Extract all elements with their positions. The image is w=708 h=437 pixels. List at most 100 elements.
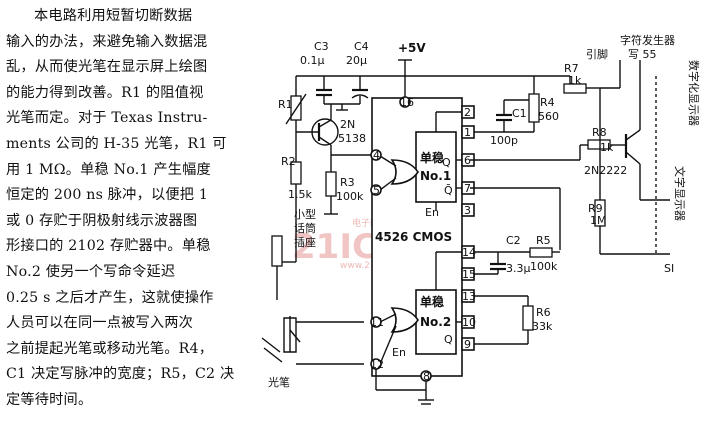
description-text: 本电路利用短暂切断数据 输入的办法，来避免输入数据混 乱，从而使光笔在显示屏上绘… — [6, 4, 268, 414]
mono2-label-a: 单稳 — [420, 294, 444, 309]
resistor-r5: R5 100k — [529, 234, 560, 273]
transistor-q1: 2N 5138 — [296, 104, 366, 155]
resistor-r1: R1 — [278, 76, 307, 132]
mono1-qbar: Q̄ — [444, 184, 453, 197]
pen-label: 光笔 — [268, 375, 290, 389]
mono2-q: Q — [444, 333, 453, 346]
r5-value: 100k — [530, 260, 558, 273]
watermark-logo: 21IC — [292, 227, 377, 267]
pin-13: 13 — [462, 290, 476, 303]
text-display-label: 文字显示器 — [673, 166, 687, 221]
r2-value: 1.5k — [288, 188, 312, 201]
pin-2: 2 — [464, 106, 471, 119]
r3-label: R3 — [340, 176, 355, 189]
ic-pins: 16 4 5 11 12 8 2 1 6 7 3 14 15 — [370, 96, 476, 383]
r4-value: 560 — [538, 110, 559, 123]
pin-5: 5 — [373, 184, 380, 197]
desc-line: No.2 使另一个写命令延迟 — [6, 263, 176, 280]
jack-label-2: 话筒 — [294, 221, 316, 235]
pin-1: 1 — [464, 126, 471, 139]
output-labels: 引脚 字符发生器 写 55 数字化显示器 文字显示器 SI — [586, 33, 701, 275]
r3-value: 100k — [336, 190, 364, 203]
desc-line: ments 公司的 H-35 光笔，R1 可 — [6, 135, 227, 152]
si-label: SI — [664, 262, 674, 275]
pin-7: 7 — [464, 182, 471, 195]
capacitor-c1: C1 100p — [474, 99, 534, 147]
r7-value: 1k — [568, 74, 582, 87]
resistor-r7: R7 1k — [563, 62, 600, 94]
r5-label: R5 — [536, 234, 551, 247]
desc-line: 定等待时间。 — [6, 391, 93, 408]
q1-label: 2N — [340, 118, 355, 131]
ic-4526: 4526 CMOS 单稳 No.1 Q Q̄ En 单稳 No.2 Q En — [371, 97, 470, 377]
desc-line: 用 1 MΩ。单稳 No.1 产生幅度 — [6, 161, 211, 178]
r4-label: R4 — [540, 96, 555, 109]
r1-label: R1 — [278, 98, 293, 111]
desc-line: C1 决定写脉冲的宽度；R5，C2 决 — [6, 366, 235, 383]
mono1-en: En — [425, 206, 439, 219]
r6-label: R6 — [536, 306, 551, 319]
r6-value: 33k — [532, 320, 553, 333]
resistor-r6: R6 33k — [474, 295, 553, 345]
desc-line: 光笔而定。对于 Texas Instru- — [6, 110, 208, 127]
mono1-label-a: 单稳 — [420, 150, 444, 165]
desc-line: 或 0 存贮于阴极射线示波器图 — [6, 212, 198, 229]
r2-label: R2 — [281, 155, 296, 168]
desc-line: 0.25 s 之后才产生，这就使操作 — [6, 289, 214, 306]
pin-15: 15 — [462, 268, 476, 281]
pin-6: 6 — [464, 154, 471, 167]
c2-value: 3.3μ — [506, 262, 531, 275]
c1-value: 100p — [490, 134, 518, 147]
capacitor-c2: C2 3.3μ — [474, 234, 531, 275]
write-label: 写 55 — [628, 48, 657, 61]
r9-label: R9 — [588, 202, 603, 215]
desc-line: 输入的办法，来避免输入数据混 — [6, 33, 208, 50]
capacitor-c3: C3 0.1μ — [300, 40, 332, 104]
vcc-label: +5V — [398, 41, 426, 55]
mic-jack: 小型 话筒 插座 — [271, 207, 316, 300]
capacitor-c4: C4 20μ — [346, 40, 369, 104]
light-pen: 光笔 — [261, 316, 364, 389]
mono2-en: En — [392, 346, 406, 359]
pin-8: 8 — [423, 370, 430, 383]
desc-line: 恒定的 200 ns 脉冲，以便把 1 — [6, 187, 209, 204]
supply-rail: +5V — [296, 41, 570, 100]
pin-11: 11 — [370, 316, 384, 329]
r8-value: 1k — [600, 141, 614, 154]
desc-line: 之前提起光笔或移动光笔。R4， — [6, 340, 214, 357]
c4-value: 20μ — [346, 54, 367, 67]
c2-label: C2 — [506, 234, 521, 247]
mono2-label-b: No.2 — [420, 315, 451, 329]
resistor-r9: R9 1M — [588, 88, 607, 254]
jack-label-3: 插座 — [294, 235, 316, 249]
resistor-r3: R3 100k — [324, 155, 364, 215]
chargen-label: 字符发生器 — [620, 33, 675, 47]
digital-display-label: 数字化显示器 — [687, 60, 701, 126]
desc-line: 人员可以在同一点被写入两次 — [6, 315, 194, 332]
r7-label: R7 — [564, 62, 579, 75]
mono1-q: Q — [442, 156, 451, 169]
or-gate-1 — [390, 159, 419, 185]
pin-4: 4 — [373, 149, 380, 162]
desc-line: 的能力得到改善。R1 的阻值视 — [6, 84, 204, 101]
c3-label: C3 — [314, 40, 329, 53]
c4-label: C4 — [354, 40, 369, 53]
pin-3: 3 — [464, 204, 471, 217]
q2-label: 2N2222 — [584, 164, 627, 177]
desc-line: 乱，从而使光笔在显示屏上绘图 — [6, 59, 208, 76]
resistor-r2: R2 1.5k — [281, 132, 312, 236]
pin-label: 引脚 — [586, 47, 608, 61]
desc-line: 形接口的 2102 存贮器中。单稳 — [6, 238, 211, 255]
desc-line: 本电路利用短暂切断数据 — [34, 8, 193, 24]
transistor-q2: 2N2222 — [584, 88, 641, 200]
or-gate-2 — [390, 307, 419, 333]
pin-16: 16 — [400, 96, 414, 109]
resistor-r8: R8 1k — [579, 126, 626, 160]
pin-9: 9 — [464, 338, 471, 351]
pin-14: 14 — [462, 246, 476, 259]
pin-12: 12 — [370, 358, 384, 371]
pin-10: 10 — [462, 316, 476, 329]
ground-symbol — [375, 369, 434, 405]
